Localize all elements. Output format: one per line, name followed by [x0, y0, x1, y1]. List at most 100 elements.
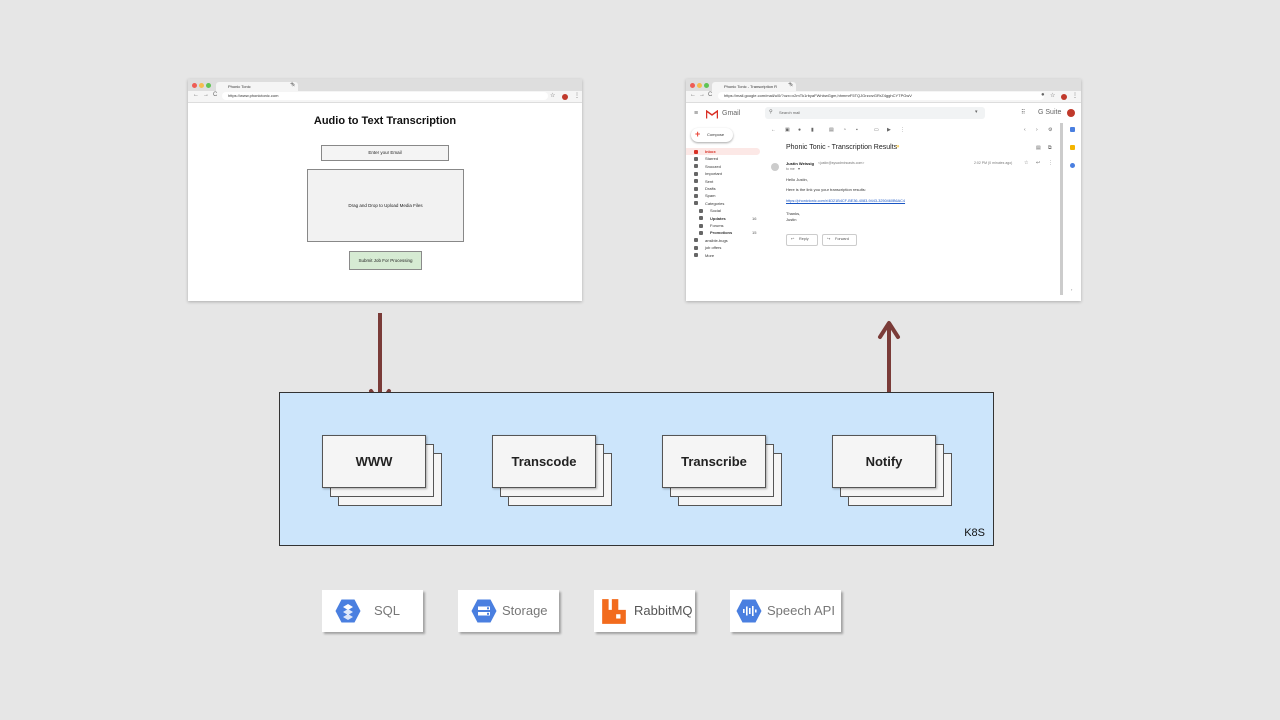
browser-menu-icon[interactable]: ⋮ — [1072, 93, 1078, 99]
mark-unread-icon[interactable]: ▤ — [829, 127, 834, 133]
sidebar-item-label: Spam — [705, 193, 716, 199]
close-window-icon[interactable] — [690, 83, 695, 88]
sidebar-item-inbox[interactable]: Inbox — [686, 148, 760, 155]
browser-tab[interactable]: Phonic Tonic - Transcription R × — [712, 82, 796, 91]
sidebar-item-snoozed[interactable]: Snoozed — [686, 163, 760, 170]
sidebar-item-more[interactable]: More — [686, 252, 760, 259]
email-input[interactable]: Enter your Email — [321, 145, 449, 161]
recipient-details-icon[interactable]: ▾ — [798, 166, 801, 171]
sidebar-item-sent[interactable]: Sent — [686, 178, 760, 185]
report-spam-icon[interactable]: ● — [798, 127, 802, 133]
url-field[interactable]: https://mail.google.com/mail/u/0/?ozx=x2… — [718, 92, 1044, 100]
sql-tile: SQL — [322, 590, 423, 632]
snooze-icon[interactable]: ◔ — [843, 127, 847, 133]
maximize-window-icon[interactable] — [704, 83, 709, 88]
scrollbar[interactable] — [1060, 123, 1063, 295]
add-task-icon[interactable]: ▪ — [856, 127, 858, 133]
label-icon[interactable]: ▶ — [887, 127, 891, 133]
sidebar-item-label: Updates — [710, 215, 726, 221]
move-to-icon[interactable]: ▭ — [874, 127, 879, 133]
calendar-addon-icon[interactable] — [1070, 127, 1075, 132]
new-tab-icon[interactable]: + — [788, 81, 793, 88]
back-icon[interactable]: ← — [690, 92, 696, 98]
new-tab-icon[interactable]: + — [290, 81, 295, 88]
newer-icon[interactable]: › — [1036, 127, 1038, 133]
sidebar-item-label: Forums — [710, 223, 724, 228]
hamburger-menu-icon[interactable]: ≡ — [694, 110, 699, 117]
notify-service-stack[interactable]: Notify — [832, 435, 952, 506]
back-icon[interactable]: ← — [193, 92, 199, 98]
reload-icon[interactable]: C — [708, 92, 713, 98]
importance-marker-icon[interactable]: » — [896, 144, 900, 150]
star-icon[interactable]: ☆ — [1024, 160, 1029, 166]
sidebar-item-label: More — [705, 252, 715, 258]
account-avatar[interactable] — [1067, 109, 1075, 117]
archive-icon[interactable]: ▣ — [785, 127, 790, 133]
reply-arrow-icon[interactable]: ↩ — [1036, 160, 1041, 166]
bookmark-star-icon[interactable]: ☆ — [1050, 93, 1056, 99]
sidebar-item-drafts[interactable]: Drafts — [686, 185, 760, 192]
compose-button[interactable]: + Compose — [691, 128, 733, 142]
settings-gear-icon[interactable]: ⚙ — [1048, 127, 1053, 133]
k8s-cluster: WWW Transcode Transcribe Notify K8S — [279, 392, 994, 546]
email-subject: Phonic Tonic - Transcription Results — [786, 144, 898, 151]
tab-title: Phonic Tonic — [228, 84, 251, 89]
transcribe-service-stack[interactable]: Transcribe — [662, 435, 782, 506]
search-bar[interactable]: ⚲ Search mail ▾ — [765, 107, 985, 119]
delete-icon[interactable]: ▮ — [811, 127, 814, 133]
storage-tile: Storage — [458, 590, 559, 632]
message-more-icon[interactable]: ⋮ — [1048, 160, 1053, 166]
forward-icon[interactable]: → — [203, 92, 209, 98]
profile-avatar[interactable] — [1061, 94, 1067, 100]
sidebar-item-important[interactable]: Important — [686, 170, 760, 177]
www-service-stack[interactable]: WWW — [322, 435, 442, 506]
search-options-icon[interactable]: ▾ — [975, 109, 978, 115]
open-new-window-icon[interactable]: ⧉ — [1048, 145, 1052, 151]
rabbitmq-label: RabbitMQ — [634, 603, 693, 618]
close-tab-icon[interactable]: × — [790, 83, 793, 89]
sidebar-item-starred[interactable]: Starred — [686, 155, 760, 162]
url-field[interactable]: https://www.phonictonic.com — [222, 92, 548, 100]
forward-label: Forward — [835, 237, 849, 241]
close-tab-icon[interactable]: × — [292, 83, 295, 89]
submit-job-button[interactable]: Submit Job For Processing — [349, 251, 422, 270]
sidebar-item-social[interactable]: Social — [686, 207, 760, 214]
sidebar-item-label: Snoozed — [705, 163, 721, 169]
back-to-inbox-icon[interactable]: ← — [771, 127, 776, 133]
sender-avatar — [771, 163, 779, 171]
minimize-window-icon[interactable] — [697, 83, 702, 88]
minimize-window-icon[interactable] — [199, 83, 204, 88]
url-text: https://www.phonictonic.com — [228, 93, 279, 98]
gsuite-label: G Suite — [1038, 109, 1062, 116]
older-icon[interactable]: ‹ — [1024, 127, 1026, 133]
forward-button[interactable]: ↪ Forward — [822, 234, 857, 246]
media-drop-zone[interactable]: Drag and Drop to Upload Media Files — [307, 169, 464, 242]
maximize-window-icon[interactable] — [206, 83, 211, 88]
sidebar-item-ansible-bugs[interactable]: ansible-bugs — [686, 237, 760, 244]
tasks-addon-icon[interactable] — [1070, 163, 1075, 168]
transcode-service-stack[interactable]: Transcode — [492, 435, 612, 506]
browser-tab[interactable]: Phonic Tonic × — [216, 82, 298, 91]
transcription-link[interactable]: https://phonictonic.com/r/4D21B4CF-BE36-… — [786, 199, 906, 203]
sidebar-item-spam[interactable]: Spam — [686, 192, 760, 199]
expand-panel-icon[interactable]: › — [1071, 287, 1073, 292]
browser-menu-icon[interactable]: ⋮ — [574, 93, 580, 99]
reload-icon[interactable]: C — [213, 92, 218, 98]
extension-icon[interactable]: ● — [1041, 92, 1045, 98]
sidebar-item-categories[interactable]: Categories — [686, 200, 760, 207]
keep-addon-icon[interactable] — [1070, 145, 1075, 150]
bookmark-star-icon[interactable]: ☆ — [550, 93, 556, 99]
forward-icon[interactable]: → — [699, 92, 705, 98]
profile-avatar[interactable] — [562, 94, 568, 100]
speech-api-tile: Speech API — [730, 590, 841, 632]
close-window-icon[interactable] — [192, 83, 197, 88]
more-actions-icon[interactable]: ⋮ — [900, 127, 905, 133]
sidebar-item-forums[interactable]: Forums — [686, 222, 760, 229]
sidebar-item-job-offers[interactable]: job offers — [686, 244, 760, 251]
apps-grid-icon[interactable]: ⠿ — [1021, 110, 1026, 116]
reply-button[interactable]: ↩ Reply — [786, 234, 818, 246]
print-icon[interactable]: ▤ — [1036, 145, 1041, 151]
sidebar-item-label: Promotions — [710, 230, 733, 236]
